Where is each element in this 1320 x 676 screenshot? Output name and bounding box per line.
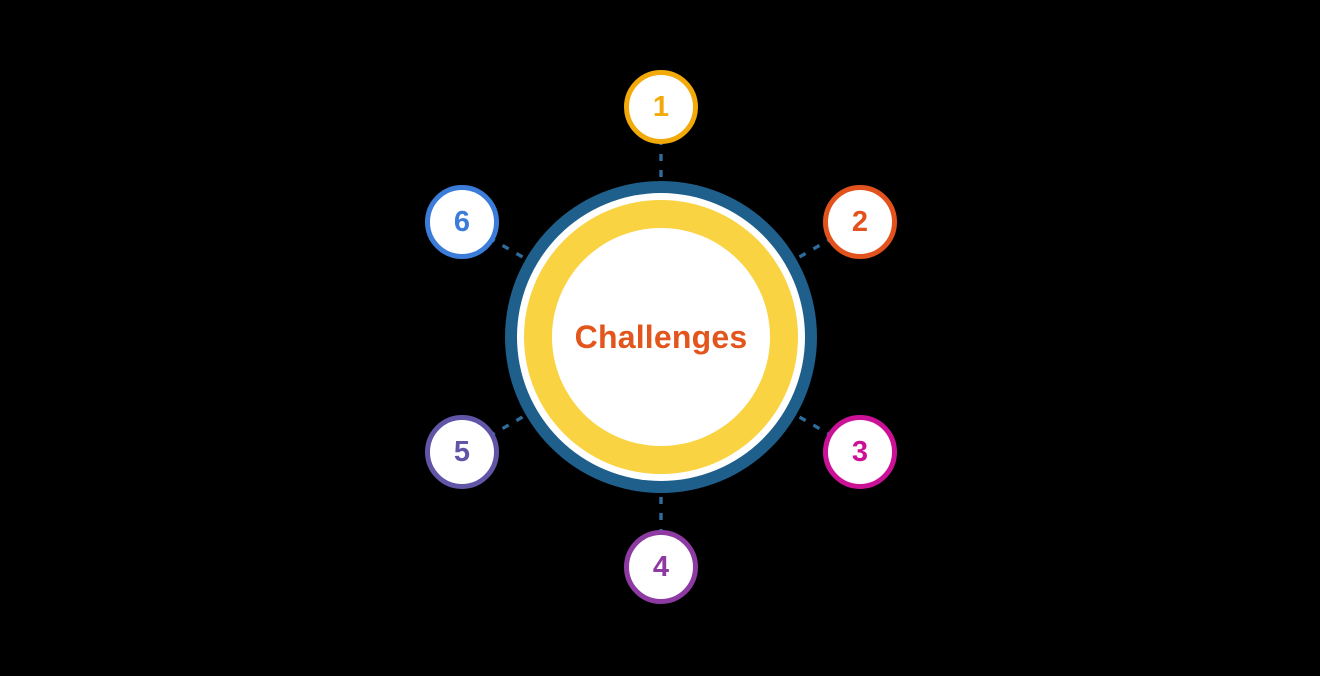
node-circle-5: 5 (425, 415, 499, 489)
node-circle-6: 6 (425, 185, 499, 259)
node-circle-3: 3 (823, 415, 897, 489)
node-label-4: 4 (652, 550, 670, 583)
diagram-title: Challenges (574, 318, 748, 355)
center-circle-fill: Challenges (552, 228, 770, 446)
node-circle-4: 4 (624, 530, 698, 604)
node-label-3: 3 (851, 435, 869, 468)
node-label-5: 5 (453, 435, 471, 468)
center-circle-outer-ring: Challenges (505, 181, 817, 493)
node-label-6: 6 (453, 205, 471, 238)
node-circle-1: 1 (624, 70, 698, 144)
node-circle-2: 2 (823, 185, 897, 259)
node-label-2: 2 (851, 205, 869, 238)
center-circle-white-gap: Challenges (517, 193, 805, 481)
node-label-1: 1 (652, 90, 670, 123)
center-circle-yellow-ring: Challenges (524, 200, 798, 474)
